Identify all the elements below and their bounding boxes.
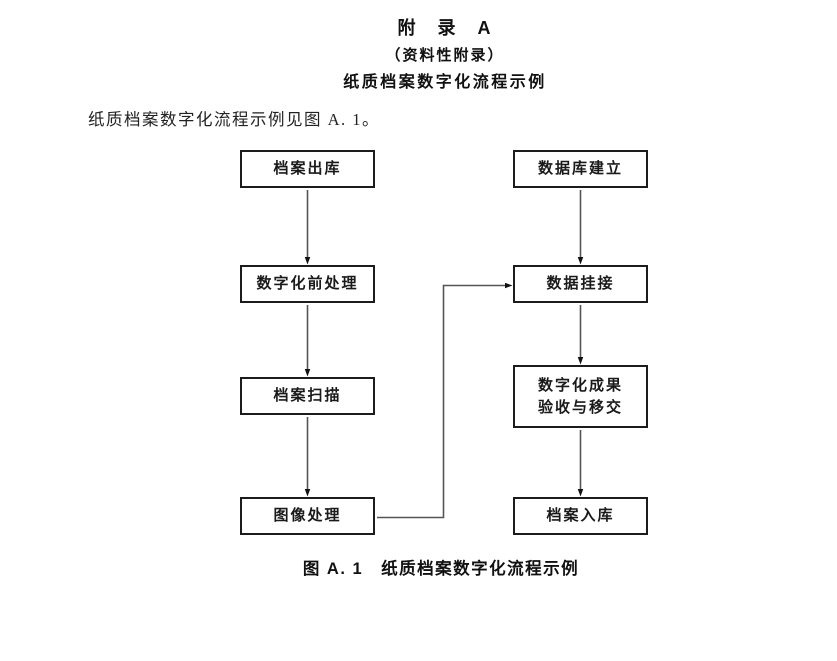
flow-box-label: 档案扫描 (273, 388, 342, 404)
body-paragraph: 纸质档案数字化流程示例见图 A. 1。 (88, 110, 381, 129)
flow-box-data-linking: 数据挂接 (513, 265, 648, 303)
figure-caption: 图 A. 1 纸质档案数字化流程示例 (302, 560, 580, 578)
flow-box-label: 数字化前处理 (256, 276, 359, 292)
flow-box-label: 图像处理 (273, 508, 342, 524)
flow-box-pre-digitization-processing: 数字化前处理 (240, 265, 375, 303)
flow-box-results-acceptance-transfer: 数字化成果 验收与移交 (513, 365, 648, 428)
flow-box-label-line2: 验收与移交 (537, 399, 623, 416)
appendix-subtitle: （资料性附录） (385, 47, 505, 64)
flow-box-label: 档案出库 (273, 161, 342, 177)
flow-box-label: 档案入库 (546, 508, 615, 524)
flow-box-archive-scanning: 档案扫描 (240, 377, 375, 415)
flow-box-label-line1: 数字化成果 (537, 377, 623, 394)
appendix-heading: 纸质档案数字化流程示例 (343, 74, 547, 91)
flow-box-archive-storage: 档案入库 (513, 497, 648, 535)
flow-box-image-processing: 图像处理 (240, 497, 375, 535)
connector-imageprocess-to-linking (377, 282, 513, 519)
flow-box-label: 数据库建立 (537, 161, 623, 177)
flow-box-archive-checkout: 档案出库 (240, 150, 375, 188)
appendix-title-block: 附 录 A （资料性附录） 纸质档案数字化流程示例 (53, 14, 837, 96)
flow-box-label: 数据挂接 (546, 276, 615, 292)
appendix-title: 附 录 A (397, 18, 493, 38)
flow-box-database-creation: 数据库建立 (513, 150, 648, 188)
